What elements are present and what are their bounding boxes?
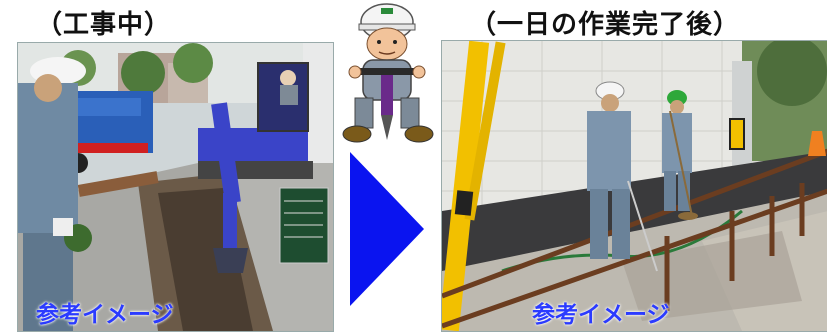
- cleanup-scene: [442, 41, 827, 331]
- reference-image-caption-right: 参考イメージ: [532, 302, 670, 328]
- reference-image-caption-left: 参考イメージ: [36, 302, 174, 328]
- photo-after-day-work: 参考イメージ: [441, 40, 827, 332]
- photo-during-work: 参考イメージ: [17, 42, 334, 332]
- excavation-scene: [18, 43, 333, 331]
- worker-jackhammer-icon: [342, 3, 434, 143]
- heading-after-day-work: （一日の作業完了後）: [470, 10, 741, 40]
- right-arrow-icon: [350, 152, 424, 306]
- heading-during-work: （工事中）: [36, 10, 172, 40]
